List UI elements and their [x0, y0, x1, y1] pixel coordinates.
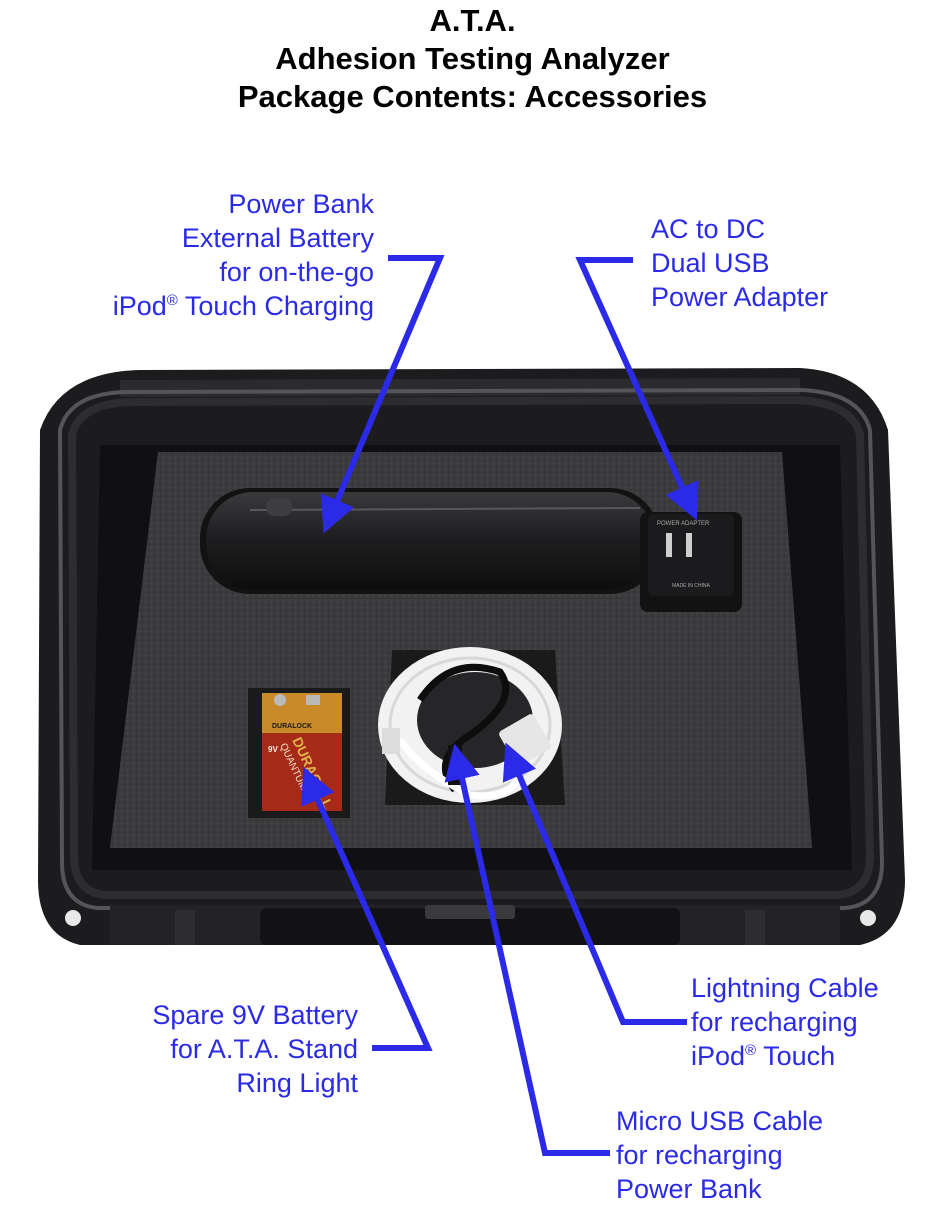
label-micro-usb-line-2: for recharging	[616, 1140, 783, 1170]
label-micro-usb-line-3: Power Bank	[616, 1174, 762, 1204]
title-line-1: A.T.A.	[429, 3, 516, 38]
adapter-made-print: MADE IN CHINA	[672, 583, 710, 589]
ac-adapter: POWER ADAPTER MADE IN CHINA	[640, 512, 742, 612]
power-bank	[200, 488, 660, 594]
registered-mark: ®	[745, 1042, 757, 1059]
label-micro-usb-line-1: Micro USB Cable	[616, 1106, 824, 1136]
label-battery-9v-line-2: for A.T.A. Stand	[170, 1034, 358, 1064]
arrow-micro-usb	[444, 743, 610, 1156]
adapter-print: POWER ADAPTER	[657, 521, 710, 527]
arrow-battery-9v	[301, 766, 433, 1051]
label-battery-9v: Spare 9V Battery for A.T.A. Stand Ring L…	[60, 998, 358, 1100]
arrow-ac-adapter	[575, 257, 699, 521]
title-line-2: Adhesion Testing Analyzer	[275, 41, 670, 76]
arrow-power-bank	[320, 255, 445, 534]
label-lightning-ipod: iPod	[691, 1041, 746, 1071]
label-lightning-touch: Touch	[756, 1041, 836, 1071]
label-power-bank-ipod: iPod	[112, 291, 167, 321]
label-lightning-cable: Lightning Cable for recharging iPod® Tou…	[691, 971, 941, 1073]
page-title: A.T.A. Adhesion Testing Analyzer Package…	[0, 2, 945, 116]
label-lightning-cable-line-3: iPod® Touch	[691, 1039, 941, 1073]
label-power-bank-line-3: for on-the-go	[219, 257, 374, 287]
label-lightning-cable-line-1: Lightning Cable	[691, 973, 879, 1003]
label-ac-adapter-line-3: Power Adapter	[651, 282, 829, 312]
label-battery-9v-line-1: Spare 9V Battery	[152, 1000, 358, 1030]
battery-voltage-print: 9V	[268, 745, 278, 754]
label-battery-9v-line-3: Ring Light	[236, 1068, 358, 1098]
battery-tag-print: DURALOCK	[272, 723, 312, 730]
title-line-3: Package Contents: Accessories	[237, 79, 708, 114]
battery-9v: DURALOCK DURACELL QUANTUM 9V	[248, 688, 350, 818]
label-power-bank-line-2: External Battery	[181, 223, 374, 253]
label-power-bank-line-1: Power Bank	[228, 189, 374, 219]
label-power-bank-touch: Touch Charging	[177, 291, 374, 321]
registered-mark: ®	[166, 292, 178, 309]
label-lightning-cable-line-2: for recharging	[691, 1007, 858, 1037]
label-ac-adapter-line-2: Dual USB	[651, 248, 770, 278]
arrow-lightning-cable	[502, 742, 687, 1025]
label-power-bank-line-4: iPod® Touch Charging	[40, 289, 374, 323]
label-ac-adapter: AC to DC Dual USB Power Adapter	[651, 212, 931, 314]
callout-arrows	[301, 255, 699, 1156]
label-power-bank: Power Bank External Battery for on-the-g…	[40, 187, 374, 323]
label-ac-adapter-line-1: AC to DC	[651, 214, 766, 244]
label-micro-usb-cable: Micro USB Cable for recharging Power Ban…	[616, 1104, 936, 1206]
cable-compartment	[378, 647, 565, 805]
